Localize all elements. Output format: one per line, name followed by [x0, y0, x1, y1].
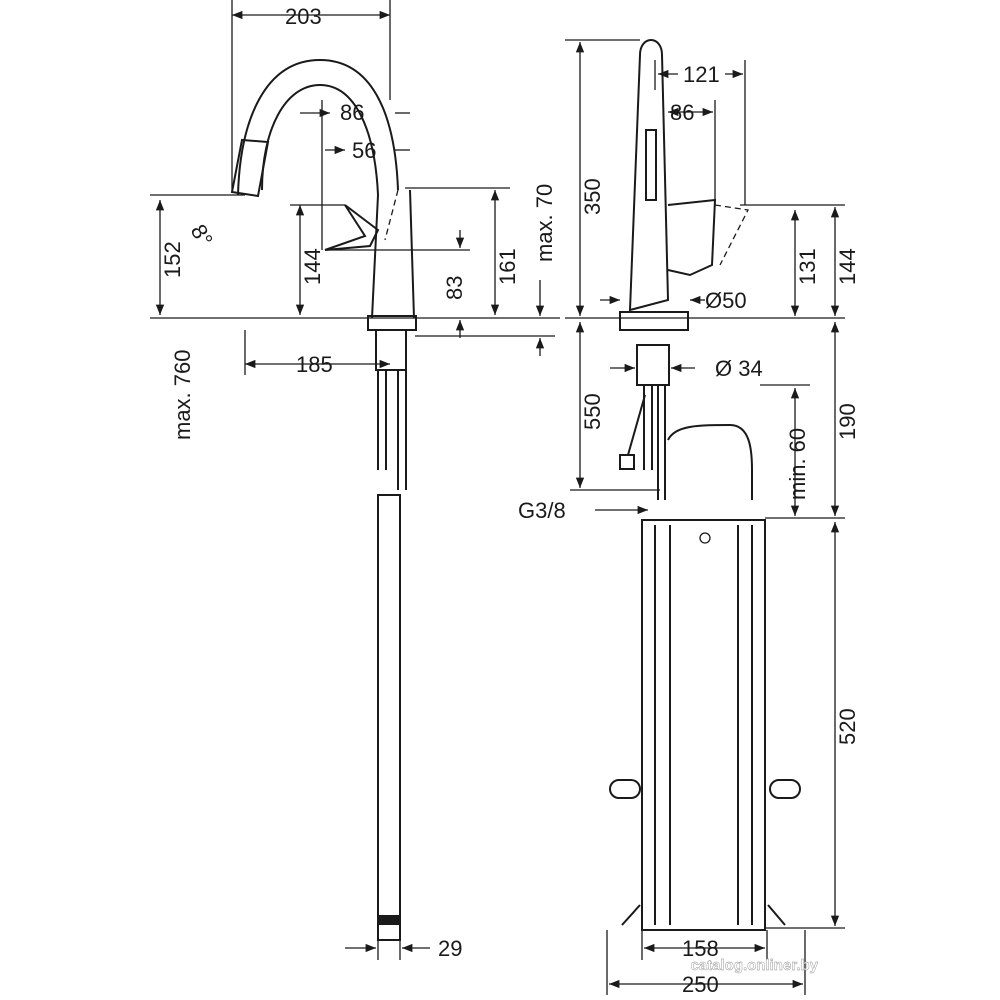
dim-max-760: max. 760 [170, 350, 195, 441]
dim-121: 121 [683, 62, 720, 87]
left-faucet-side-view [230, 58, 417, 941]
dim-131: 131 [795, 248, 820, 285]
dim-86: 86 [340, 100, 364, 125]
dim-144-left: 144 [300, 248, 325, 285]
dim-dia-50: Ø50 [705, 288, 747, 313]
dim-190: 190 [835, 403, 860, 440]
watermark: catalog.onliner.by [690, 957, 818, 974]
dim-86-right: 86 [670, 100, 694, 125]
dim-56: 56 [352, 138, 376, 163]
dim-350: 350 [580, 178, 605, 215]
dim-83: 83 [442, 276, 467, 300]
dim-dia-34: Ø 34 [715, 356, 763, 381]
supply-hose [667, 423, 753, 500]
spray-button [645, 129, 657, 201]
dim-158: 158 [682, 936, 719, 961]
body [371, 189, 415, 319]
lever [667, 198, 717, 277]
base-plate [619, 311, 689, 331]
shank [636, 344, 670, 386]
dim-angle-8: 8° [186, 220, 218, 251]
right-faucet-front-view [609, 39, 801, 931]
dim-550: 550 [580, 393, 605, 430]
dim-g3-8-thread: G3/8 [518, 498, 566, 523]
dim-161: 161 [495, 248, 520, 285]
dim-min-60: min. 60 [785, 428, 810, 500]
dim-520: 520 [835, 708, 860, 745]
right-dimension-lines [565, 39, 845, 995]
spout-arc-inner [261, 83, 379, 196]
spout-arc-outer [237, 58, 399, 196]
dim-152: 152 [160, 241, 185, 278]
dim-185: 185 [296, 352, 333, 377]
weight-hose [377, 494, 401, 941]
hose-side [627, 394, 646, 456]
weight-box [641, 519, 766, 931]
dim-144-right: 144 [835, 248, 860, 285]
spray-head [230, 138, 270, 198]
lever [324, 204, 380, 251]
dim-203: 203 [285, 4, 322, 29]
left-dimension-lines [150, 0, 560, 960]
dim-max-70: max. 70 [532, 184, 557, 262]
spout-body [628, 39, 670, 312]
dim-29: 29 [438, 936, 462, 961]
shank [375, 329, 407, 371]
dim-250: 250 [682, 972, 719, 997]
